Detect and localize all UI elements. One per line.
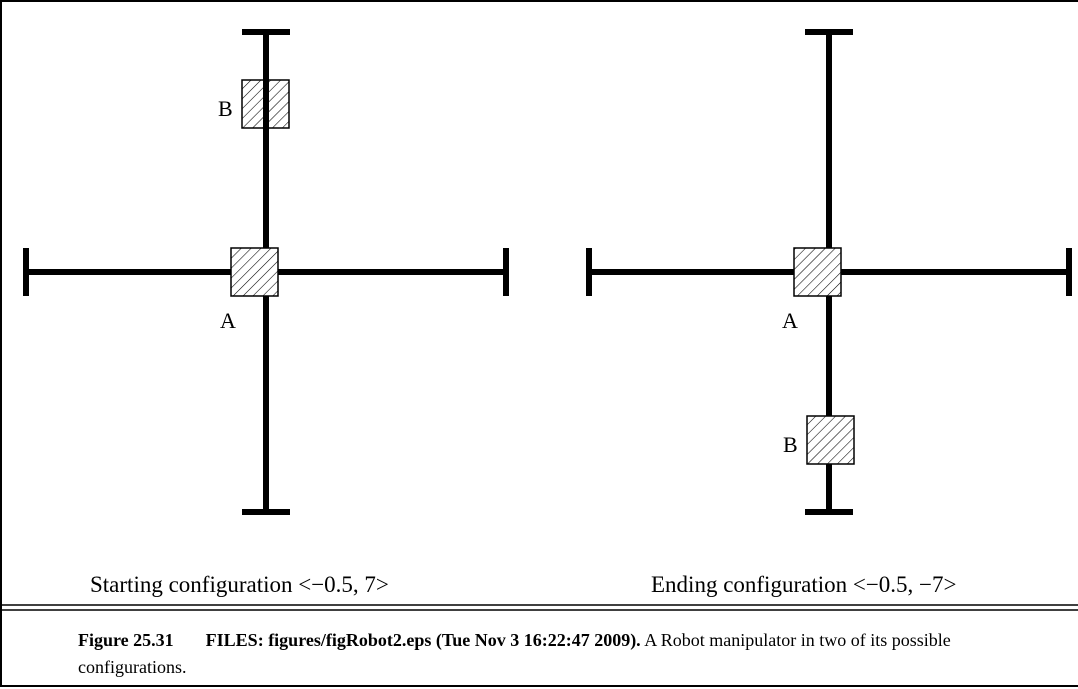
end-effector-b-box <box>806 415 855 465</box>
joint-a-box <box>241 79 290 129</box>
joint-a-box <box>793 247 842 297</box>
label-a: A <box>220 308 236 333</box>
panel-caption-start: Starting configuration <−0.5, 7> <box>90 572 389 597</box>
figure-files: FILES: figures/figRobot2.eps (Tue Nov 3 … <box>205 630 641 650</box>
label-a: A <box>782 308 798 333</box>
panel-caption-end: Ending configuration <−0.5, −7> <box>651 572 956 597</box>
figure-caption: Figure 25.31 FILES: figures/figRobot2.eps… <box>78 627 1038 681</box>
label-b: B <box>218 96 233 121</box>
label-b: B <box>783 432 798 457</box>
panel-start: B A Starting configuration <−0.5, 7> <box>23 29 509 597</box>
figure-number: Figure 25.31 <box>78 630 174 650</box>
figure-description: A Robot manipulator in two of its possib… <box>78 630 951 677</box>
panel-end: A B Ending configuration <−0.5, −7> <box>586 29 1072 597</box>
